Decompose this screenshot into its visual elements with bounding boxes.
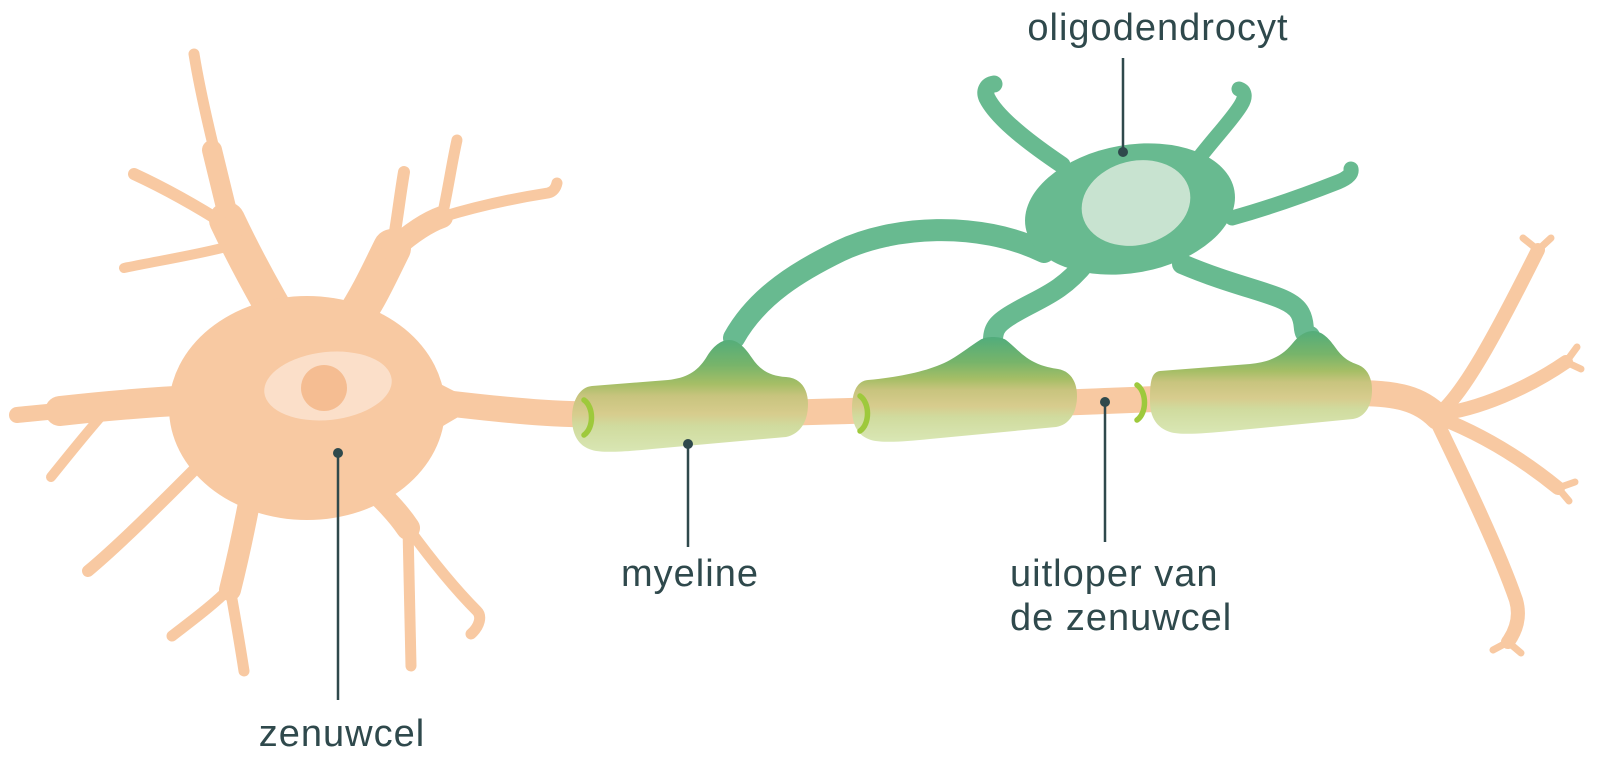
oligodendrocyte-arm-right	[1224, 161, 1359, 226]
oligodendrocyte-arm-to-sheath-1	[723, 219, 1055, 349]
oligodendrocyte-arm-to-sheath-3	[1172, 254, 1320, 346]
leader-dot-zenuwcel	[333, 448, 343, 458]
myelin-cuff-1	[581, 397, 595, 438]
label-text-uitloper-line1: uitloper van	[1010, 553, 1218, 595]
oligodendrocyte-nucleus	[1081, 160, 1191, 246]
oligodendrocyte-cell	[977, 75, 1359, 275]
oligodendrocyte-arm-upper-left	[977, 75, 1071, 174]
neuron-cell	[9, 48, 1585, 677]
label-text-uitloper-line2: de zenuwcel	[1010, 597, 1232, 639]
label-zenuwcel: zenuwcel	[259, 448, 425, 755]
myelin-sheath-segment-1	[572, 340, 808, 452]
leader-dot-oligodendrocyt	[1118, 147, 1128, 157]
leader-dot-myeline	[683, 439, 693, 449]
annotations: oligodendrocyt myeline uitloper van de z…	[259, 7, 1288, 755]
leader-dot-uitloper	[1100, 397, 1110, 407]
oligodendrocyte-arm-upper-right	[1188, 81, 1252, 170]
label-uitloper-van-de-zenuwcel: uitloper van de zenuwcel	[1010, 397, 1232, 639]
axon-terminal	[1429, 234, 1585, 657]
label-text-zenuwcel: zenuwcel	[259, 713, 425, 755]
myelin-sheaths	[572, 331, 1372, 452]
myelin-sheath-segment-2	[852, 337, 1077, 442]
label-text-oligodendrocyt: oligodendrocyt	[1027, 7, 1288, 49]
label-oligodendrocyt: oligodendrocyt	[1027, 7, 1288, 157]
label-myeline: myeline	[621, 439, 759, 595]
oligodendrocyte-arms	[723, 219, 1320, 350]
oligodendrocyte-arm-to-sheath-2	[983, 252, 1096, 350]
myelin-cuff-2	[857, 393, 871, 434]
myelin-cuff-3	[1134, 382, 1148, 423]
neuron-nucleolus	[301, 365, 347, 411]
myelin-sheath-segment-3	[1150, 331, 1372, 434]
label-text-myeline: myeline	[621, 553, 759, 595]
